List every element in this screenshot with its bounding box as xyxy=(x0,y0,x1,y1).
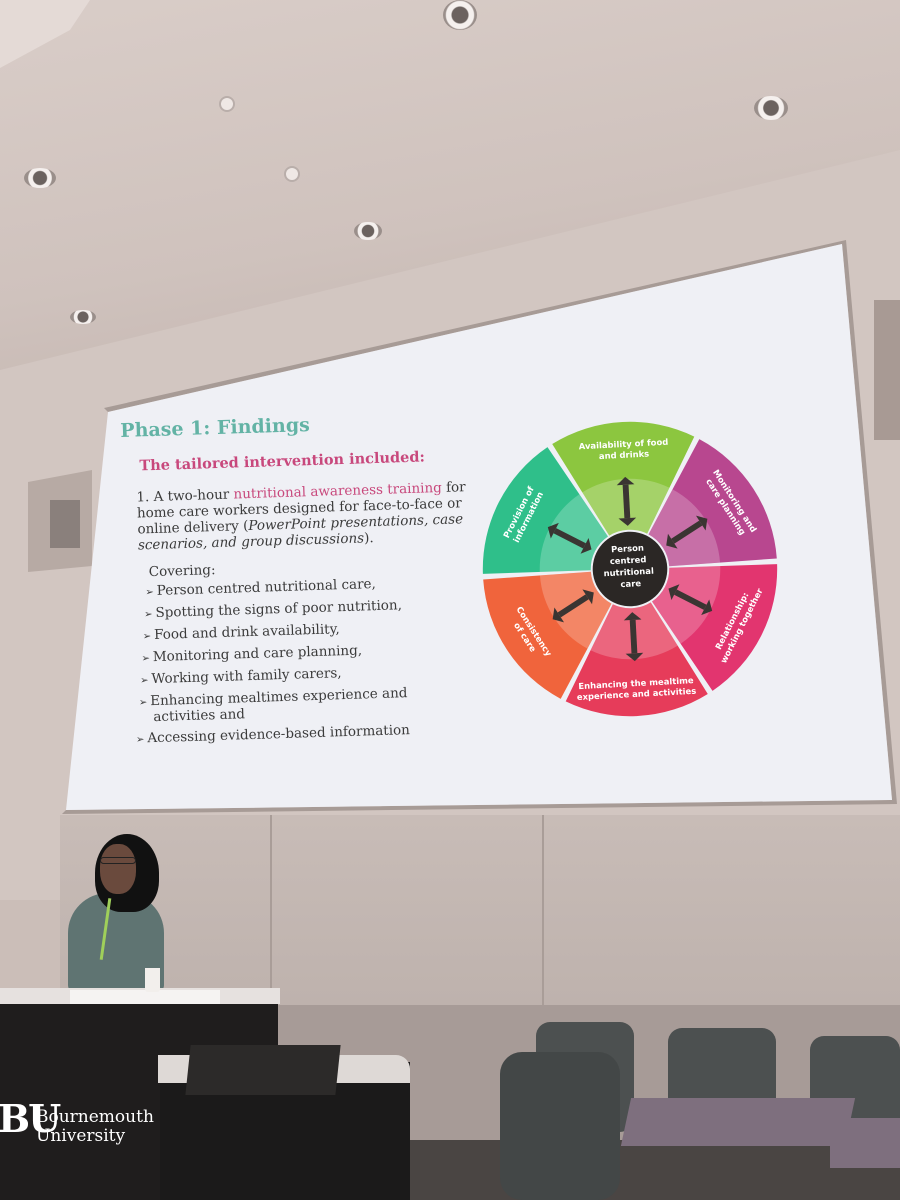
arrow-head-icon xyxy=(623,612,642,621)
arrow-head-icon xyxy=(666,533,678,549)
covering-label: Covering: xyxy=(148,562,216,581)
double-arrow-icon xyxy=(622,484,631,519)
whiteboard-seam xyxy=(542,815,544,1005)
cup xyxy=(145,968,160,992)
wheel-center-label: Person centred nutritional care xyxy=(602,542,658,590)
wheel-segment-label: Availability of foodand drinks xyxy=(578,437,669,462)
arrow-head-icon xyxy=(552,607,565,623)
smoke-detector xyxy=(221,98,233,110)
arrow-head-icon xyxy=(701,599,713,616)
glasses-icon xyxy=(100,857,136,864)
floor-shadow xyxy=(380,1140,900,1200)
chair xyxy=(500,1052,620,1200)
arrow-bullet-icon: ➢ xyxy=(142,631,152,643)
double-arrow-icon xyxy=(671,520,703,544)
presenter-face xyxy=(100,844,136,894)
wall-niche-right xyxy=(874,300,900,440)
arrow-head-icon xyxy=(625,652,644,662)
wheel-inner-band xyxy=(652,566,721,644)
table xyxy=(620,1098,856,1146)
covering-list: ➢Person centred nutritional care, ➢Spott… xyxy=(131,576,410,754)
ceiling-light xyxy=(70,310,96,324)
arrow-head-icon xyxy=(618,517,637,526)
wheel-segment xyxy=(565,602,708,717)
logo-mark: BU xyxy=(0,1096,61,1141)
arrow-bullet-icon: ➢ xyxy=(140,675,149,687)
list-item: ➢Accessing evidence-based information xyxy=(135,722,411,747)
intro-paragraph: 1. A two-hour nutritional awareness trai… xyxy=(136,479,478,553)
ceiling-light xyxy=(354,222,382,240)
arrow-head-icon xyxy=(668,584,680,601)
arrow-head-icon xyxy=(582,589,594,605)
double-arrow-icon xyxy=(557,594,589,618)
arrow-head-icon xyxy=(580,537,592,554)
ceiling-light xyxy=(754,96,788,120)
arrow-bullet-icon: ➢ xyxy=(145,587,154,599)
intro-suffix: ). xyxy=(363,530,374,547)
person-centred-care-wheel: Person centred nutritional care Availabi… xyxy=(482,421,778,717)
list-item: ➢Working with family carers, xyxy=(140,665,342,688)
wheel-center xyxy=(592,531,668,607)
list-item: ➢Spotting the signs of poor nutrition, xyxy=(143,597,403,621)
arrow-bullet-icon: ➢ xyxy=(135,734,145,746)
papers xyxy=(70,990,220,1004)
wheel-inner-band xyxy=(648,489,721,567)
arrow-head-icon xyxy=(695,515,708,531)
wheel-segment xyxy=(552,421,695,536)
wall-speaker xyxy=(50,500,80,548)
table xyxy=(830,1118,900,1168)
desk-monitor xyxy=(185,1045,341,1095)
list-item: ➢Monitoring and care planning, xyxy=(141,642,363,666)
arrow-head-icon xyxy=(547,522,559,539)
list-item: ➢Food and drink availability, xyxy=(142,621,340,644)
ceiling-light xyxy=(443,0,477,30)
wheel-inner-band xyxy=(539,571,612,649)
double-arrow-icon xyxy=(629,619,638,654)
arrow-head-icon xyxy=(616,476,635,486)
whiteboard-seam xyxy=(270,815,272,1005)
double-arrow-icon xyxy=(553,528,586,549)
arrow-bullet-icon: ➢ xyxy=(138,697,148,709)
double-arrow-icon xyxy=(674,589,707,610)
arrow-bullet-icon: ➢ xyxy=(143,609,153,621)
ceiling-light xyxy=(24,168,56,188)
smoke-detector xyxy=(286,168,298,180)
arrow-bullet-icon: ➢ xyxy=(141,653,151,665)
logo-text: Bournemouth University xyxy=(36,1107,154,1146)
wheel-inner-band xyxy=(539,494,608,572)
whiteboard-wall xyxy=(60,815,900,1005)
